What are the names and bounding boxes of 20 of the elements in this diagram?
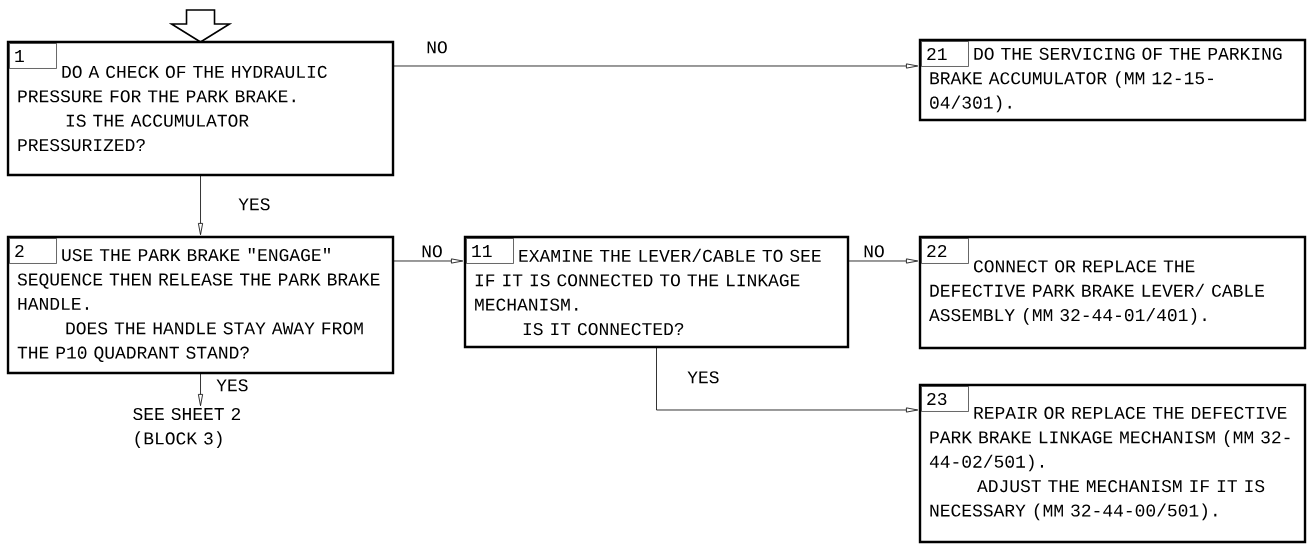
arrow: [392, 63, 919, 69]
arrow: [392, 258, 464, 264]
reference-text: SEE SHEET 2 (BLOCK 3): [133, 407, 241, 449]
step-box: DO THE SERVICING OF THE PARKING BRAKE ACCUMULATOR (MM 12-15-04/301). 21: [918, 38, 1307, 122]
arrow: [656, 346, 919, 413]
step-box: DO A CHECK OF THE HYDRAULIC PRESSURE FOR THE PARK BRAKE. IS THE ACCUMULATOR PRESSURIZED? 1: [6, 40, 395, 177]
entry-arrow: [168, 9, 233, 43]
step-box: CONNECT OR REPLACE THE DEFECTIVE PARK BRAKE LEVER/ CABLE ASSEMBLY (MM 32-44-01/401). 22: [918, 235, 1307, 350]
arrow: [198, 174, 204, 236]
step-box: EXAMINE THE LEVER/CABLE TO SEE IF IT IS CONNECTED TO THE LINKAGE MECHANISM. IS IT CONNECTED? 11: [463, 235, 850, 349]
arrow: [198, 372, 204, 407]
step-box: USE THE PARK BRAKE "ENGAGE" SEQUENCE THEN RELEASE THE PARK BRAKE HANDLE. DOES THE HANDLE STAY AWAY FROM THE P10 QUADRANT STAND? 2: [6, 235, 395, 375]
edge-label: NO: [425, 40, 449, 55]
edge-label: NO: [862, 244, 886, 259]
step-box: REPAIR OR REPLACE THE DEFECTIVE PARK BRAKE LINKAGE MECHANISM (MM 32-44-02/501). ADJUST THE MECHANISM IF IT IS NECESSARY (MM 32-44-00/501). 23: [918, 383, 1307, 544]
edge-label: NO: [420, 244, 444, 259]
edge-label: YES: [237, 197, 272, 212]
edge-label: YES: [215, 378, 250, 393]
arrow: [847, 258, 919, 264]
edge-label: YES: [686, 370, 721, 385]
